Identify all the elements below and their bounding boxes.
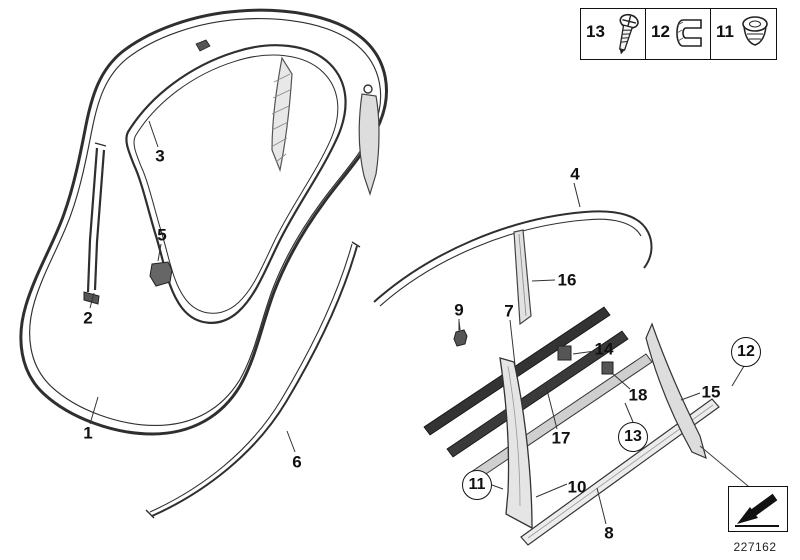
callout-11-circled[interactable]: 11 bbox=[462, 470, 492, 500]
leader-17 bbox=[545, 385, 558, 430]
callout-15[interactable]: 15 bbox=[701, 382, 721, 402]
door-outer-seal bbox=[19, 8, 388, 436]
door-outer-seal-inner-line bbox=[29, 18, 382, 427]
legend-label-12: 12 bbox=[651, 22, 670, 41]
callout-14[interactable]: 14 bbox=[594, 339, 614, 359]
strip-17-dark bbox=[446, 330, 629, 458]
callout-2[interactable]: 2 bbox=[83, 308, 93, 328]
right-channel-piece bbox=[358, 93, 380, 196]
leader-18 bbox=[611, 372, 631, 390]
callout-5[interactable]: 5 bbox=[157, 225, 167, 245]
hatched-guide bbox=[271, 56, 293, 173]
leader-4 bbox=[573, 182, 581, 208]
callout-8[interactable]: 8 bbox=[604, 523, 614, 543]
window-frame-seal bbox=[125, 44, 347, 324]
right-channel-ring bbox=[363, 84, 373, 94]
clip-5 bbox=[149, 261, 173, 287]
leader-12-circled bbox=[731, 365, 745, 387]
clip-14 bbox=[557, 345, 572, 361]
leader-13-circled bbox=[624, 402, 634, 423]
strip-15 bbox=[645, 322, 707, 460]
leader-1 bbox=[89, 396, 99, 425]
legend-item-13[interactable]: 13 bbox=[581, 9, 646, 59]
leader-8 bbox=[596, 487, 607, 525]
callout-9[interactable]: 9 bbox=[454, 300, 464, 320]
screw-icon bbox=[618, 13, 639, 55]
bpillar-trim-line bbox=[507, 365, 521, 507]
sheet-metal-clip-icon bbox=[676, 19, 702, 47]
window-channel bbox=[86, 142, 107, 293]
callout-3[interactable]: 3 bbox=[155, 146, 165, 166]
callout-18[interactable]: 18 bbox=[628, 385, 648, 405]
clip-9 bbox=[453, 329, 468, 347]
frame-clip-top bbox=[195, 39, 211, 52]
leader-5 bbox=[157, 243, 162, 262]
lower-trim-strip-6 bbox=[145, 241, 361, 519]
callout-6[interactable]: 6 bbox=[292, 452, 302, 472]
hatched-guide-hatches bbox=[271, 73, 291, 163]
leader-6 bbox=[286, 430, 296, 453]
leader-11-circled bbox=[491, 484, 504, 490]
legend-item-12[interactable]: 12 bbox=[646, 9, 711, 59]
bpillar-trim bbox=[499, 357, 533, 530]
strip-7-dark bbox=[423, 306, 611, 436]
callout-10[interactable]: 10 bbox=[567, 477, 587, 497]
leader-2 bbox=[89, 292, 95, 309]
leader-7 bbox=[509, 319, 516, 366]
leader-16 bbox=[531, 279, 556, 282]
callout-16[interactable]: 16 bbox=[557, 270, 577, 290]
fastener-legend: 13 12 bbox=[580, 8, 777, 60]
leader-3 bbox=[148, 120, 159, 148]
legend-label-13: 13 bbox=[586, 22, 605, 41]
direction-arrow-box bbox=[728, 486, 788, 532]
window-guide-16-line bbox=[518, 233, 527, 317]
legend-label-11: 11 bbox=[716, 22, 734, 41]
leader-14 bbox=[572, 350, 596, 355]
legend-item-11[interactable]: 11 bbox=[711, 9, 776, 59]
callout-17[interactable]: 17 bbox=[551, 428, 571, 448]
roof-frame-trim-arc-4 bbox=[373, 210, 653, 307]
leader-15 bbox=[680, 392, 701, 401]
window-frame-seal-inner-line bbox=[133, 54, 339, 314]
leader-lines bbox=[89, 120, 745, 525]
callout-4[interactable]: 4 bbox=[570, 164, 580, 184]
leader-10 bbox=[535, 483, 568, 498]
diagram-code: 227162 bbox=[733, 540, 777, 554]
callout-1[interactable]: 1 bbox=[83, 423, 93, 443]
grommet-nut-icon bbox=[742, 16, 768, 46]
callout-7[interactable]: 7 bbox=[504, 301, 514, 321]
callout-12-circled[interactable]: 12 bbox=[731, 337, 761, 367]
direction-arrow-icon bbox=[735, 493, 779, 527]
callout-13-circled[interactable]: 13 bbox=[618, 422, 648, 452]
clip-18 bbox=[601, 361, 614, 375]
